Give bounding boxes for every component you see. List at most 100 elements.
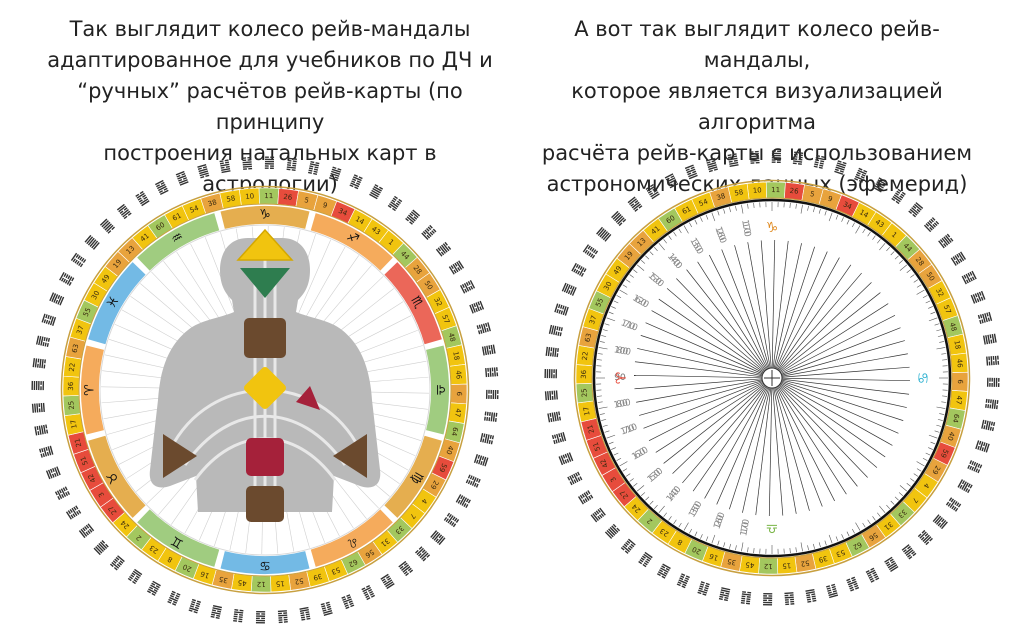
spoke-line [636,377,773,403]
hexagram-line [965,279,969,284]
gate-number: 4 [419,497,428,506]
degree-label: 80 [616,346,629,358]
hexagram-line [659,569,664,573]
hexagram-line [627,196,636,204]
hexagram-line [40,425,44,435]
hexagram-line [771,159,776,161]
hexagram-line [141,200,150,207]
hexagram-line [366,584,371,588]
degree-tick [705,536,709,542]
hexagram-line [69,508,73,513]
hexagram-line [721,587,731,591]
hexagram-line [405,572,410,577]
degree-tick [611,447,616,450]
hexagram-line [459,284,466,294]
degree-tick [894,496,899,501]
degree-tick [928,434,938,439]
degree-tick [633,483,638,487]
hexagram-line [870,579,875,583]
hexagram-line [985,335,989,345]
hexagram-icon [219,159,231,174]
hexagram-line [41,359,44,369]
hexagram-line [649,183,654,188]
zodiac-sign-icon: ♑ [259,208,271,223]
hexagram-line [921,529,926,534]
hexagram-line [444,241,448,246]
degree-tick [678,228,682,234]
hexagram-line [487,373,490,377]
hexagram-line [660,567,669,573]
hexagram-line [624,550,629,554]
hexagram-icon [638,551,653,568]
hexagram-line [455,519,460,523]
degree-tick [862,228,866,234]
hexagram-ring [31,156,499,624]
degree-tick [928,447,933,450]
hexagram-line [473,303,477,308]
hexagram-line [146,590,151,594]
hexagram-icon [923,217,940,233]
degree-dial: 1010202030304040505060607070808090901001… [592,198,952,558]
hexagram-line [564,306,569,316]
hexagram-line [123,207,128,211]
hexagram-icon [718,587,731,602]
spoke-line [771,377,784,516]
hexagram-line [558,309,561,314]
hexagram-line [139,190,144,195]
hexagram-icon [854,167,868,183]
hexagram-line [587,245,591,250]
hexagram-line [893,194,902,201]
hexagram-line [854,584,859,588]
degree-tick [663,239,667,244]
hexagram-line [75,254,79,258]
hexagram-line [901,191,906,196]
hexagram-line [601,231,609,239]
degree-tick [818,542,821,548]
hexagram-line [171,590,176,594]
zodiac-segment [384,435,442,518]
degree-tick [599,413,605,415]
hexagram-line [711,159,716,163]
hexagram-line [567,476,571,481]
hexagram-line [571,262,577,272]
hexagram-line [198,168,208,173]
hexagram-icon [435,241,452,257]
degree-tick [700,217,703,222]
degree-tick [613,452,619,456]
hexagram-icon [645,183,660,200]
gate-number: 26 [789,187,799,196]
hexagram-line [356,182,361,186]
hexagram-line [553,374,555,379]
hexagram-line [975,440,980,450]
hexagram-line [684,577,690,581]
degree-tick [867,519,871,525]
hexagram-line [210,615,215,618]
hexagram-line [727,156,732,159]
gate-number: 64 [951,413,961,424]
hexagram-line [41,313,46,323]
hexagram-line [806,596,811,599]
gate-number: 15 [782,561,792,570]
hexagram-line [306,617,311,620]
hexagram-line [160,181,165,185]
gate-number: 40 [444,444,454,455]
hexagram-line [467,499,471,504]
hexagram-line [890,565,899,573]
hexagram-line [34,403,37,413]
hexagram-line [134,577,139,581]
hexagram-line [544,391,547,401]
degree-tick [654,504,658,509]
hexagram-line [55,299,59,304]
hexagram-line [793,160,803,163]
hexagram-line [638,560,643,565]
hexagram-line [255,619,265,622]
hexagram-line [151,592,156,596]
degree-tick [846,219,850,225]
hexagram-line [283,612,288,614]
hexagram-line [793,158,798,160]
hexagram-line [242,163,252,166]
hexagram-line [422,557,427,562]
degree-tick [606,317,616,322]
hexagram-line [238,618,243,621]
hexagram-icon [34,424,49,436]
